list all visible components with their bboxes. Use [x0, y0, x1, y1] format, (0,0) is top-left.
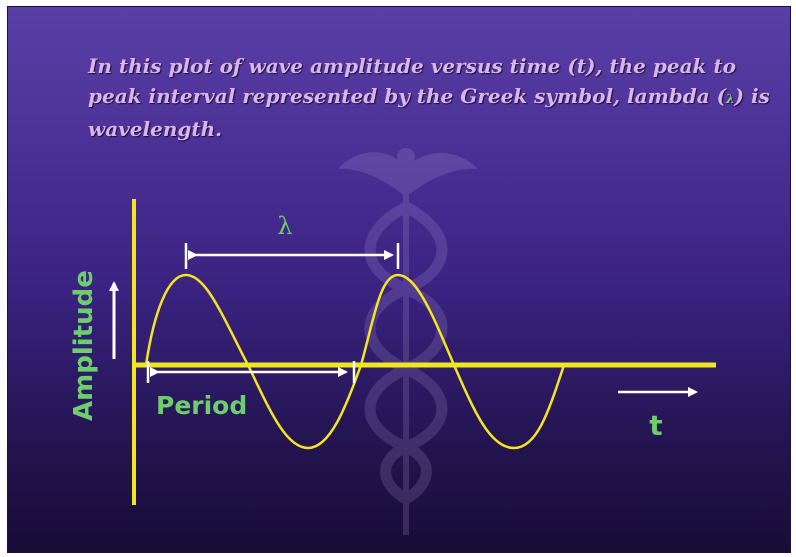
caption-text-start: In this plot of wave amplitude versus ti… [88, 54, 736, 108]
caption-lambda-symbol: λ [726, 92, 735, 106]
caduceus-watermark-icon [338, 148, 478, 535]
caption-text-end: ) is wavelength. [88, 84, 770, 141]
wavelength-label: λ [277, 212, 292, 240]
slide: In this plot of wave amplitude versus ti… [7, 6, 791, 553]
wave-diagram: λ Period Amplitude t [69, 148, 716, 535]
period-label: Period [156, 391, 247, 420]
slide-caption: In this plot of wave amplitude versus ti… [88, 51, 778, 144]
sine-wave [144, 273, 566, 450]
amplitude-label: Amplitude [69, 270, 99, 421]
time-label: t [649, 409, 662, 442]
